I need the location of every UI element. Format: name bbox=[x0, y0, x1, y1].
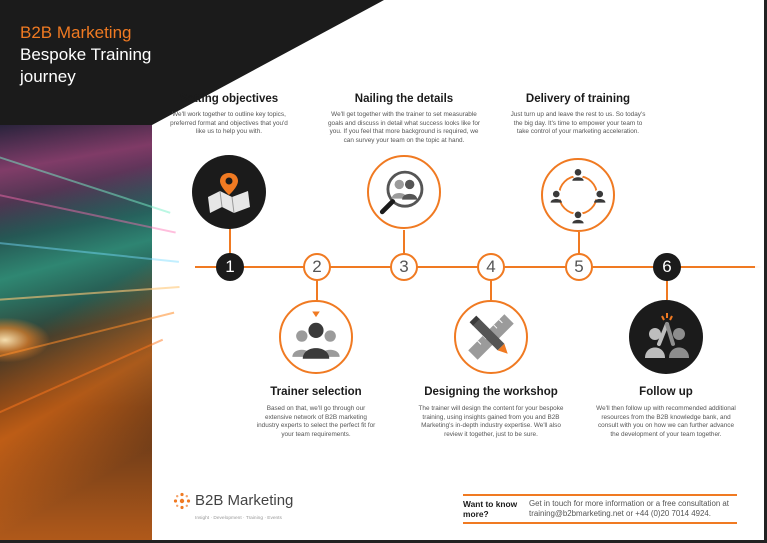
step-number-2: 2 bbox=[303, 253, 331, 281]
step-5-description: Just turn up and leave the rest to us. S… bbox=[510, 111, 646, 136]
map-pin-icon bbox=[192, 155, 266, 229]
title-line-journey: journey bbox=[20, 67, 76, 86]
connector-2 bbox=[316, 280, 318, 304]
frame-edge-right bbox=[764, 0, 767, 543]
magnifier-people-icon bbox=[367, 155, 441, 229]
page-title: B2B Marketing Bespoke Training journey bbox=[20, 22, 210, 88]
header-dark-corner bbox=[152, 0, 384, 125]
step-6-description: We'll then follow up with recommended ad… bbox=[596, 405, 736, 438]
step-number-6: 6 bbox=[653, 253, 681, 281]
step-2-title: Trainer selection bbox=[270, 386, 362, 398]
high-five-icon bbox=[629, 300, 703, 374]
cta-rule-bottom bbox=[463, 522, 737, 524]
timeline-line-fade bbox=[680, 266, 762, 268]
connector-4 bbox=[490, 280, 492, 300]
logo-name: B2B Marketing bbox=[195, 492, 294, 509]
light-streak bbox=[0, 286, 180, 302]
step-number-1: 1 bbox=[216, 253, 244, 281]
step-2-description: Based on that, we'll go through our exte… bbox=[256, 405, 376, 438]
title-line-subtitle: Bespoke Training bbox=[20, 45, 152, 64]
team-cycle-icon bbox=[541, 158, 615, 232]
connector-6 bbox=[666, 280, 668, 300]
connector-5 bbox=[578, 232, 580, 254]
header-dark-block bbox=[0, 0, 152, 125]
step-1-description: We'll work together to outline key topic… bbox=[170, 111, 288, 136]
select-person-icon bbox=[279, 300, 353, 374]
light-streak bbox=[0, 311, 175, 362]
light-streak bbox=[0, 240, 180, 263]
cta-contact-text[interactable]: Get in touch for more information or a f… bbox=[529, 499, 729, 518]
step-number-5: 5 bbox=[565, 253, 593, 281]
step-number-3: 3 bbox=[390, 253, 418, 281]
step-1-title: Setting objectives bbox=[179, 93, 279, 105]
b2b-marketing-logo: B2B Marketing Insight · Development · Tr… bbox=[173, 492, 333, 526]
connector-3 bbox=[403, 230, 405, 254]
step-3-title: Nailing the details bbox=[354, 93, 454, 105]
step-number-4: 4 bbox=[477, 253, 505, 281]
step-3-description: We'll get together with the trainer to s… bbox=[327, 111, 481, 144]
timeline-line bbox=[195, 266, 755, 268]
light-streak bbox=[0, 190, 176, 234]
step-4-title: Designing the workshop bbox=[424, 386, 558, 398]
step-6-title: Follow up bbox=[639, 386, 693, 398]
light-streak bbox=[0, 338, 164, 422]
light-streak bbox=[0, 150, 171, 214]
title-line-brand: B2B Marketing bbox=[20, 23, 132, 42]
pencil-ruler-icon bbox=[454, 300, 528, 374]
step-5-title: Delivery of training bbox=[525, 93, 631, 105]
logo-dots-icon bbox=[173, 492, 191, 510]
logo-tagline: Insight · Development · Training · Event… bbox=[195, 516, 282, 521]
step-4-description: The trainer will design the content for … bbox=[418, 405, 564, 438]
cta-rule-top bbox=[463, 494, 737, 496]
cta-label: Want to know more? bbox=[463, 499, 518, 519]
frame-edge-bottom bbox=[0, 540, 767, 543]
connector-1 bbox=[229, 228, 231, 254]
